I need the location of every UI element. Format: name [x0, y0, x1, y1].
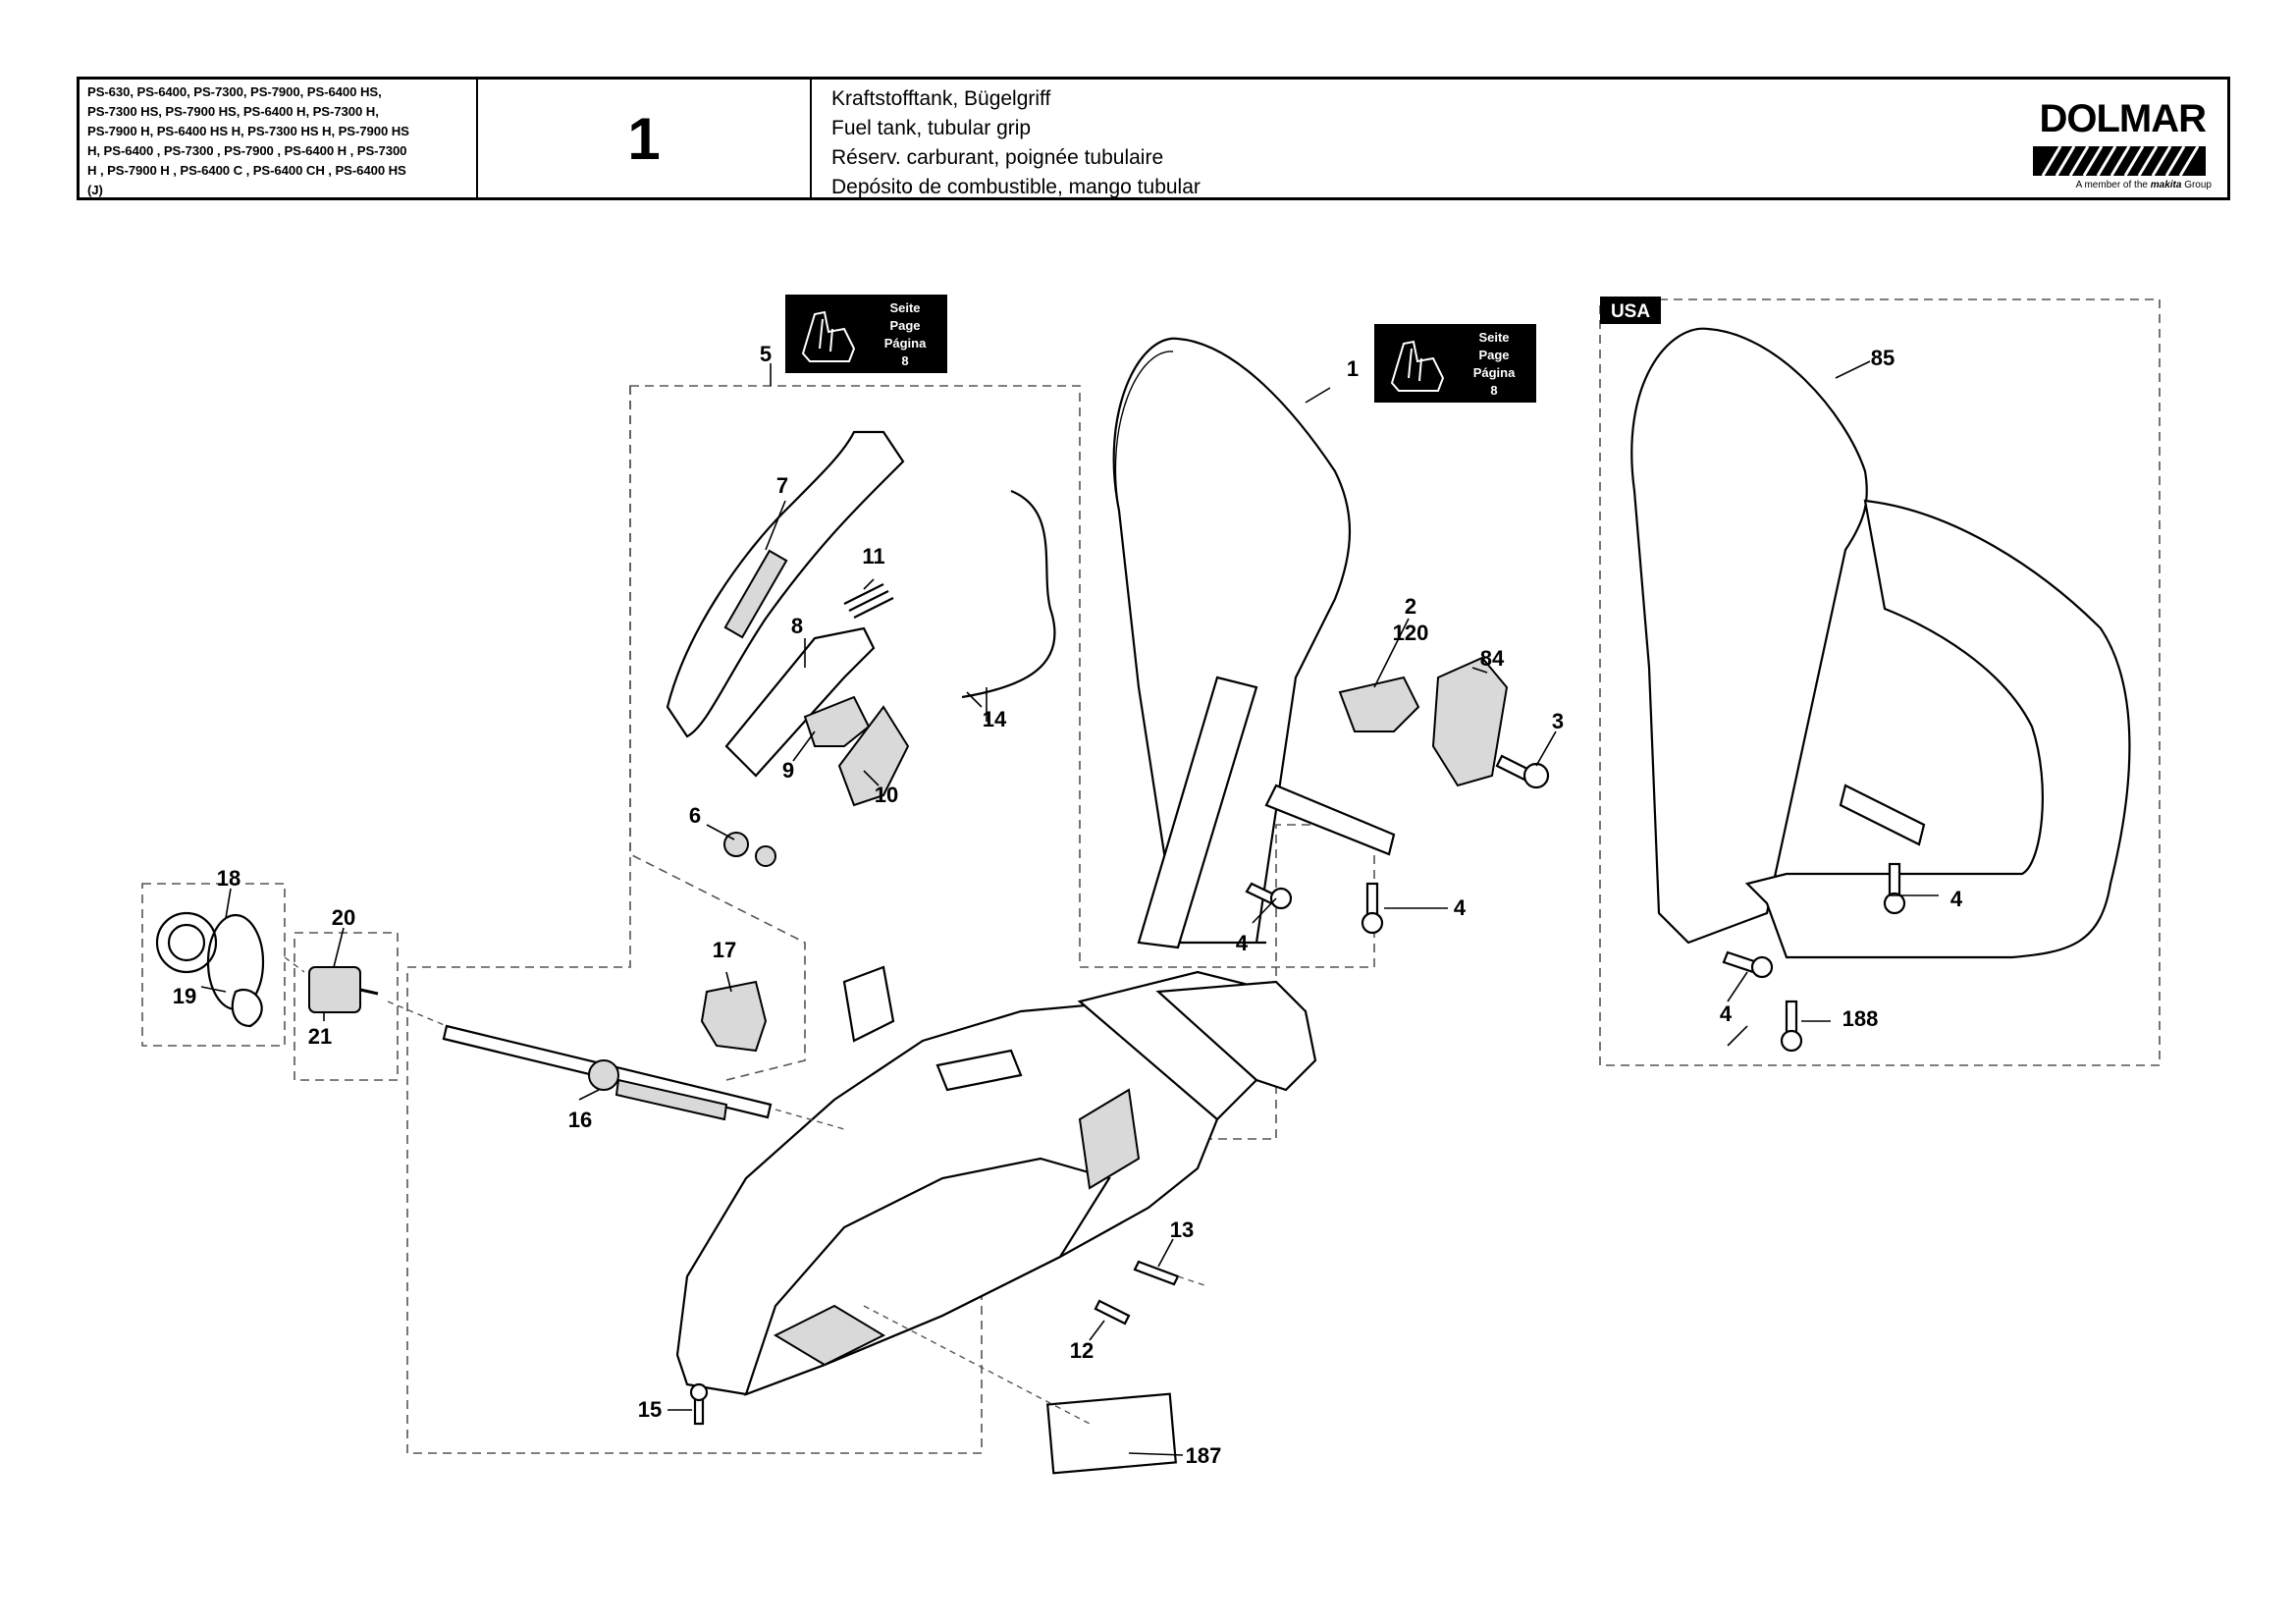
ref-label: Página	[884, 336, 927, 351]
ref-label: Página	[1473, 365, 1516, 380]
page-ref-box[interactable]: Seite Page Página 8	[785, 295, 947, 373]
callout-16: 16	[568, 1108, 592, 1132]
screw-4-usa-b	[1722, 950, 1774, 979]
fuel-cap	[155, 911, 265, 1028]
logo-tagline: A member of the makita Group	[2075, 180, 2212, 190]
model-line: (J)	[87, 183, 103, 197]
callout-17: 17	[713, 938, 736, 962]
callout-14: 14	[983, 707, 1007, 731]
usa-tag-label: USA	[1611, 301, 1650, 322]
model-line: H, PS-6400 , PS-7300 , PS-7900 , PS-6400…	[87, 143, 407, 158]
clamp-part	[1338, 676, 1420, 732]
model-line: H , PS-7900 H , PS-6400 C , PS-6400 CH ,…	[87, 163, 406, 178]
callout-4-b: 4	[1454, 895, 1467, 920]
ref-label: Page	[889, 318, 920, 333]
callout-5: 5	[760, 342, 772, 366]
callout-187: 187	[1186, 1443, 1222, 1468]
frame-filter	[294, 932, 399, 1081]
usa-tag	[1600, 297, 1661, 324]
callout-20: 20	[332, 905, 355, 930]
callout-10: 10	[875, 783, 898, 807]
callout-11: 11	[862, 544, 884, 568]
handle-cover	[666, 430, 905, 738]
leader-lines	[200, 360, 1939, 1456]
title-es: Depósito de combustible, mango tubular	[831, 176, 1201, 198]
grommet-6	[723, 832, 776, 867]
hand-glove-icon	[1390, 340, 1445, 392]
cap-part	[1431, 656, 1509, 787]
title-fr: Réserv. carburant, poignée tubulaire	[831, 146, 1164, 169]
cable	[961, 489, 1056, 699]
callout-188: 188	[1842, 1006, 1879, 1031]
screw-4-usa-a	[1883, 862, 1906, 915]
fuel-filter	[308, 966, 379, 1013]
spring	[843, 583, 894, 619]
model-line: PS-7900 H, PS-6400 HS H, PS-7300 HS H, P…	[87, 124, 409, 138]
tubular-grip	[1112, 337, 1396, 949]
page-ref-box[interactable]: Seite Page Página 8	[1374, 324, 1536, 403]
title-de: Kraftstofftank, Bügelgriff	[831, 87, 1051, 110]
frame-left-parts	[629, 386, 806, 1081]
callout-15: 15	[638, 1397, 662, 1422]
fuel-pipe	[442, 1024, 773, 1121]
section-titles: Kraftstofftank, Bügelgriff Fuel tank, tu…	[812, 80, 2002, 198]
fuel-tank-housing	[675, 965, 1317, 1396]
callout-4-d: 4	[1720, 1001, 1733, 1026]
frame-usa	[1599, 298, 2161, 1066]
frame-handle-group	[406, 385, 1375, 1454]
throttle-lever	[724, 626, 876, 778]
lock-part	[803, 695, 871, 747]
pin-13	[1133, 1260, 1180, 1286]
model-line: PS-7300 HS, PS-7900 HS, PS-6400 H, PS-73…	[87, 104, 379, 119]
title-en: Fuel tank, tubular grip	[831, 117, 1032, 139]
logo-stripes-icon	[2033, 146, 2206, 176]
label-187	[1045, 1392, 1178, 1475]
hand-glove-icon	[801, 310, 856, 362]
callout-9: 9	[782, 758, 794, 783]
ref-label: Seite	[1478, 330, 1509, 345]
screw-15	[689, 1382, 709, 1426]
model-list: PS-630, PS-6400, PS-7300, PS-7900, PS-64…	[80, 80, 478, 197]
assembly-paths	[284, 956, 1208, 1425]
callout-85: 85	[1871, 346, 1895, 370]
model-line: PS-630, PS-6400, PS-7300, PS-7900, PS-64…	[87, 84, 382, 99]
callout-18: 18	[217, 866, 240, 891]
screw-4-right	[1361, 882, 1384, 935]
screw-188	[1780, 1000, 1803, 1053]
ref-label: Page	[1478, 348, 1509, 362]
usa-tubular-grip	[1630, 327, 2131, 959]
screw-3	[1495, 754, 1550, 789]
callout-8: 8	[791, 614, 803, 638]
title-block: PS-630, PS-6400, PS-7300, PS-7900, PS-64…	[77, 77, 2230, 200]
callout-4-a: 4	[1236, 931, 1249, 955]
ref-label: 8	[1490, 383, 1497, 398]
screw-4-left	[1245, 882, 1293, 910]
callout-84: 84	[1480, 646, 1505, 671]
callout-6: 6	[689, 803, 701, 828]
callout-7: 7	[776, 473, 788, 498]
frame-cap	[141, 883, 286, 1047]
logo-wordmark: DOLMAR	[2039, 97, 2207, 140]
cover-insert	[723, 549, 788, 639]
callout-21: 21	[308, 1024, 332, 1049]
brand-logo: DOLMAR A member of the makita Group	[2002, 80, 2227, 197]
callout-12: 12	[1070, 1338, 1094, 1363]
ref-label: Seite	[889, 300, 920, 315]
callout-120: 120	[1393, 621, 1429, 645]
callout-4-c: 4	[1950, 887, 1963, 911]
bracket-17	[700, 980, 768, 1053]
callout-3: 3	[1552, 709, 1564, 733]
pin-12	[1094, 1299, 1131, 1326]
page-number: 1	[478, 80, 812, 197]
trigger-part	[837, 705, 910, 807]
callout-2: 2	[1405, 594, 1416, 619]
callout-1: 1	[1347, 356, 1359, 381]
ref-label: 8	[901, 353, 908, 368]
callout-19: 19	[173, 984, 196, 1008]
callout-13: 13	[1170, 1218, 1194, 1242]
